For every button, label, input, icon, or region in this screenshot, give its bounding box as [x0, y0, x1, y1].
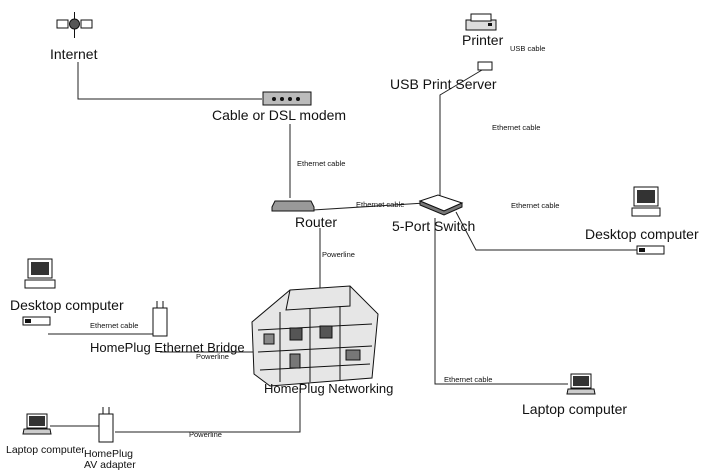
line-internet-modem — [77, 62, 262, 100]
link-label-printserver-switch: Ethernet cable — [492, 123, 541, 132]
laptop-right-label: Laptop computer — [522, 401, 628, 417]
laptop-left-icon — [22, 413, 52, 435]
switch-label: 5-Port Switch — [392, 218, 476, 234]
desktop-left-label: Desktop computer — [10, 297, 124, 313]
link-label-bridge-house: Powerline — [196, 352, 229, 361]
link-label-adapter-house: Powerline — [189, 430, 222, 439]
print-server-icon — [477, 61, 493, 71]
line-switch-laptop — [434, 218, 568, 385]
house-icon — [251, 285, 379, 387]
ethernet-bridge-label: HomePlug Ethernet Bridge — [90, 340, 245, 355]
printer-icon — [465, 13, 497, 31]
laptop-left-label: Laptop computer — [6, 444, 85, 456]
router-label: Router — [295, 214, 338, 230]
print-server-label: USB Print Server — [390, 76, 497, 92]
line-printserver-switch — [439, 69, 483, 197]
desktop-left-adapter-icon — [22, 316, 51, 326]
link-label-bridge-desktop: Ethernet cable — [90, 321, 139, 330]
av-adapter-label: HomePlug AV adapter — [84, 448, 136, 471]
router-icon — [271, 200, 315, 212]
line-adapter-house — [115, 388, 301, 433]
ethernet-bridge-icon — [152, 301, 168, 337]
network-adapter-icon — [636, 245, 665, 255]
laptop-computer-icon — [566, 373, 596, 395]
printer-label: Printer — [462, 32, 504, 48]
link-label-switch-laptop: Ethernet cable — [444, 375, 493, 384]
desktop-computer-left-icon — [24, 258, 56, 289]
line-router-switch — [312, 202, 426, 211]
internet-label: Internet — [50, 46, 98, 62]
link-label-router-house: Powerline — [322, 250, 355, 259]
switch-icon — [418, 194, 464, 216]
link-label-usb: USB cable — [510, 44, 546, 53]
satellite-icon — [56, 12, 93, 38]
desktop-computer-icon — [631, 186, 661, 217]
link-label-switch-desktop: Ethernet cable — [511, 201, 560, 210]
link-label-modem-router: Ethernet cable — [297, 159, 346, 168]
link-label-router-switch: Ethernet cable — [356, 200, 405, 209]
modem-icon — [262, 91, 312, 106]
av-adapter-icon — [98, 407, 114, 443]
modem-label: Cable or DSL modem — [212, 107, 347, 123]
desktop-right-label: Desktop computer — [585, 226, 699, 242]
homeplug-networking-label: HomePlug Networking — [264, 381, 394, 396]
line-switch-desktop — [455, 211, 640, 251]
